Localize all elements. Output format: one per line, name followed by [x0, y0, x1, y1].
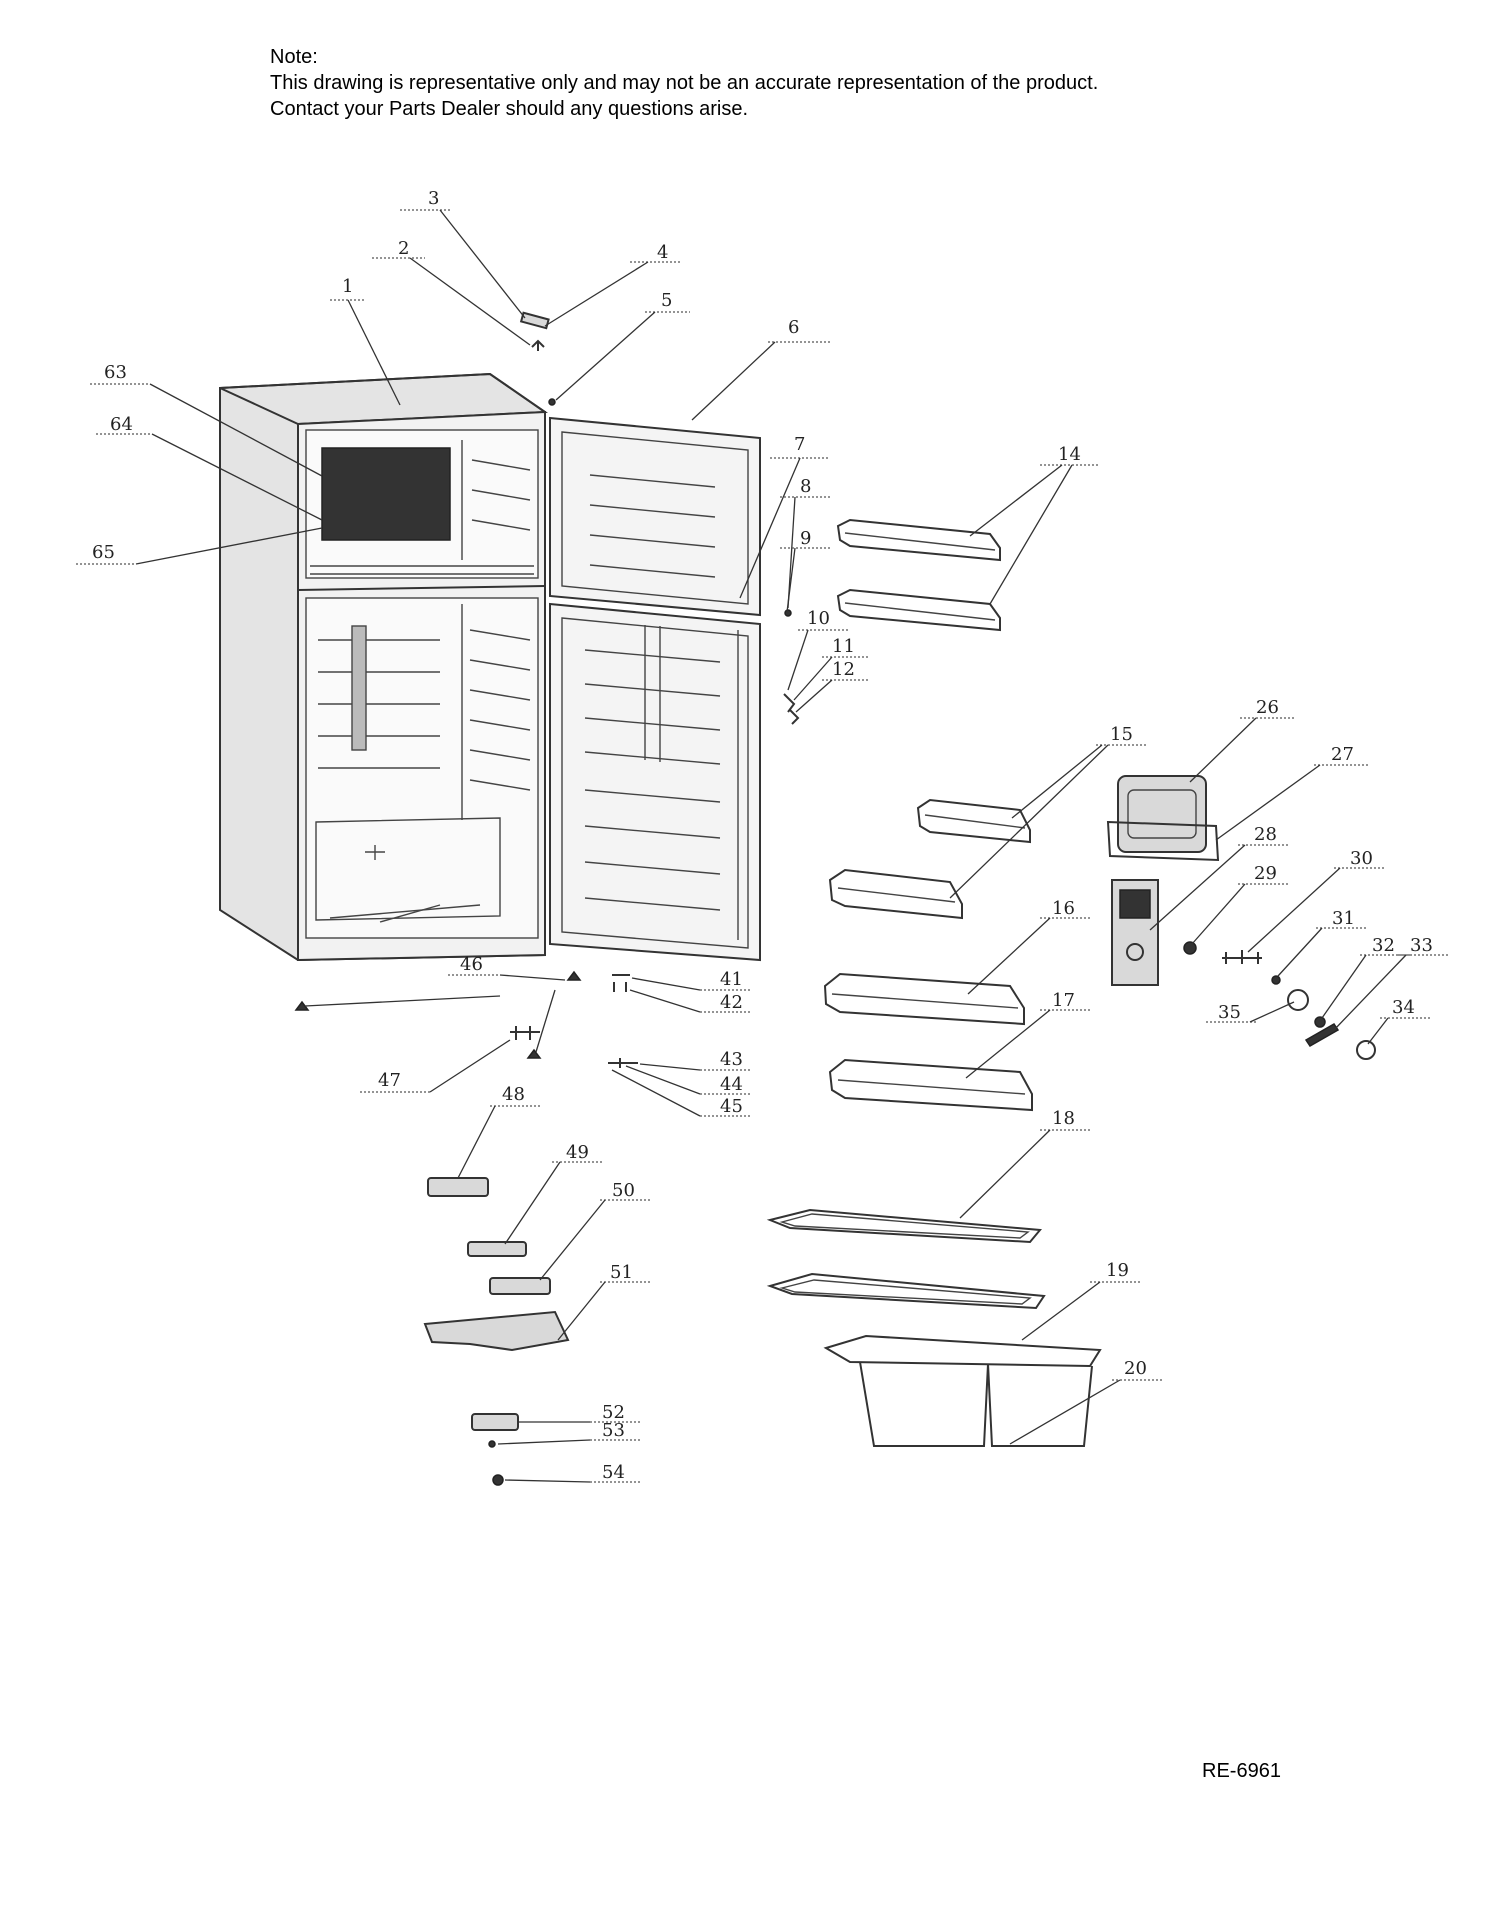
door-bins: [823, 518, 1033, 1112]
callout-label-17: 17: [1052, 990, 1075, 1011]
callout-label-1: 1: [342, 276, 353, 297]
callout-label-48: 48: [502, 1084, 525, 1105]
callout-label-6: 6: [788, 317, 799, 338]
callout-label-35: 35: [1218, 1002, 1241, 1023]
callout-label-43: 43: [720, 1049, 743, 1070]
callout-label-28: 28: [1254, 824, 1277, 845]
refrigerator-cabinet: [219, 372, 548, 962]
callout-label-51: 51: [610, 1262, 633, 1283]
refrigerator-doors: [549, 416, 761, 962]
glass-shelves-and-crisper: [766, 1208, 1102, 1447]
callout-label-49: 49: [566, 1142, 589, 1163]
top-hinge-parts: [519, 311, 556, 406]
callout-label-9: 9: [800, 528, 811, 549]
callout-label-16: 16: [1052, 898, 1075, 919]
callout-label-11: 11: [832, 636, 855, 657]
control-parts: [423, 1177, 570, 1486]
callout-label-27: 27: [1331, 744, 1354, 765]
callout-label-4: 4: [657, 242, 668, 263]
callout-label-45: 45: [720, 1096, 743, 1117]
callout-label-41: 41: [720, 969, 743, 990]
callout-label-18: 18: [1052, 1108, 1075, 1129]
callout-label-29: 29: [1254, 863, 1277, 884]
callout-label-26: 26: [1256, 697, 1279, 718]
callout-label-65: 65: [92, 542, 115, 563]
note-line-2: Contact your Parts Dealer should any que…: [270, 98, 749, 120]
callout-label-42: 42: [720, 992, 743, 1013]
callout-label-20: 20: [1124, 1358, 1147, 1379]
callout-label-50: 50: [612, 1180, 635, 1201]
callout-label-10: 10: [807, 608, 830, 629]
callout-label-7: 7: [794, 434, 805, 455]
callout-label-31: 31: [1332, 908, 1355, 929]
callout-label-47: 47: [378, 1070, 401, 1091]
callout-label-19: 19: [1106, 1260, 1129, 1281]
callout-label-34: 34: [1392, 997, 1415, 1018]
callout-label-52: 52: [602, 1402, 625, 1423]
note-line-1: This drawing is representative only and …: [270, 72, 1099, 94]
callout-label-32: 32: [1372, 935, 1395, 956]
callout-label-14: 14: [1058, 444, 1081, 465]
callout-label-8: 8: [800, 476, 811, 497]
callout-label-12: 12: [832, 659, 855, 680]
dispenser-parts: [1106, 775, 1376, 1060]
callout-label-15: 15: [1110, 724, 1133, 745]
part-callouts: 1 2 3 4 5 6 7 8 9 10 11 12 14 15 16 17 1…: [76, 188, 1448, 1483]
callout-label-30: 30: [1350, 848, 1373, 869]
callout-label-46: 46: [460, 954, 483, 975]
callout-label-33: 33: [1410, 935, 1433, 956]
document-code: RE-6961: [1202, 1760, 1281, 1782]
callout-label-64: 64: [110, 414, 133, 435]
callout-label-63: 63: [104, 362, 127, 383]
note-heading: Note:: [270, 46, 318, 68]
bottom-hinge-parts: [294, 970, 638, 1068]
callout-label-44: 44: [720, 1074, 743, 1095]
callout-label-2: 2: [398, 238, 409, 259]
callout-label-54: 54: [602, 1462, 625, 1483]
callout-label-53: 53: [602, 1420, 625, 1441]
callout-label-5: 5: [661, 290, 672, 311]
callout-label-3: 3: [428, 188, 439, 209]
door-hinge-parts: [783, 609, 800, 725]
disclaimer-note: Note: This drawing is representative onl…: [270, 44, 1098, 122]
